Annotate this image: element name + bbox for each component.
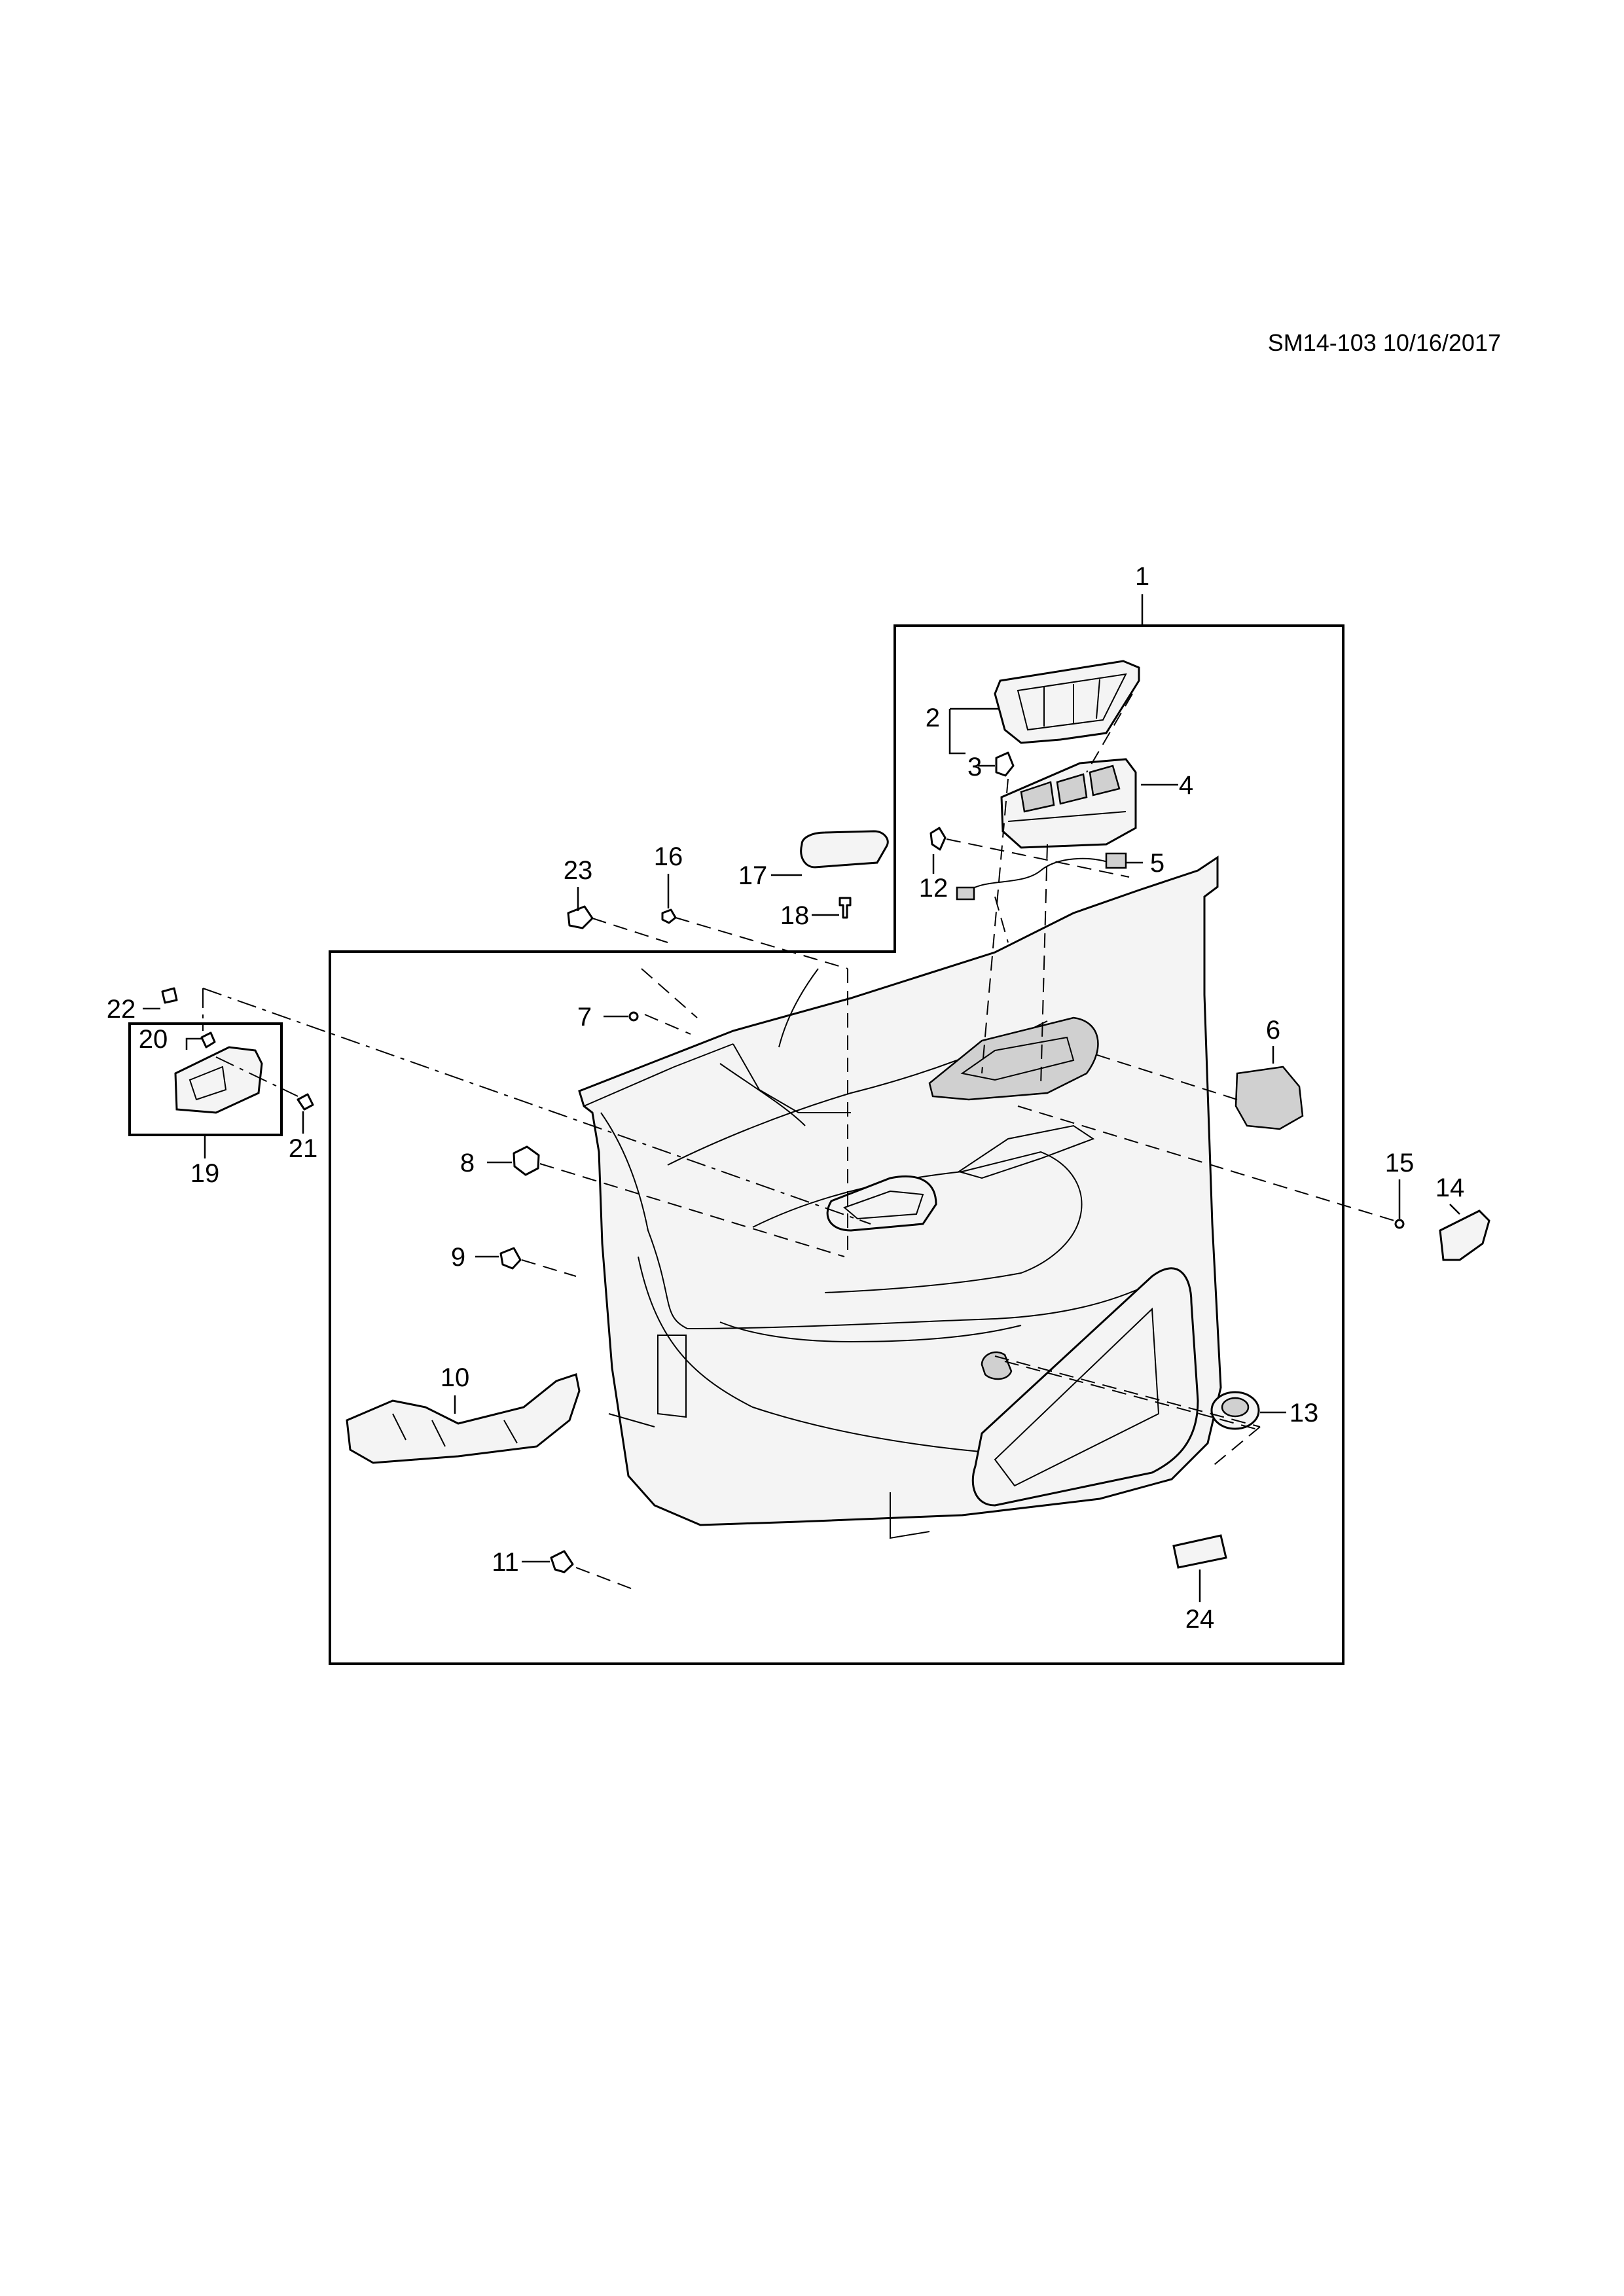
switch-bezel	[994, 660, 1140, 744]
callout-10: 10	[441, 1363, 470, 1392]
callout-16: 16	[654, 842, 683, 871]
callout-11: 11	[492, 1548, 519, 1577]
lamp-24	[1172, 1534, 1227, 1569]
pin-11	[550, 1550, 574, 1573]
callout-4: 4	[1179, 771, 1193, 800]
callout-19: 19	[190, 1159, 220, 1188]
callout-14: 14	[1435, 1174, 1465, 1202]
callout-15: 15	[1385, 1149, 1415, 1177]
clip-22	[161, 987, 178, 1004]
window-switch	[1000, 758, 1137, 849]
assembly-frame	[329, 624, 1344, 1665]
screw-7	[628, 1011, 639, 1022]
screw-21	[297, 1093, 314, 1111]
callout-labels: 1 2 3 4 5 6 7 8 9 10 11 12 13 14 15 16 1…	[107, 562, 1465, 1634]
clip-9	[499, 1247, 522, 1270]
callout-3: 3	[967, 753, 982, 781]
callout-8: 8	[460, 1149, 475, 1177]
screw-15	[1394, 1219, 1405, 1229]
screw-12	[929, 827, 947, 851]
callout-6: 6	[1266, 1016, 1280, 1045]
callout-23: 23	[564, 856, 593, 885]
callout-21: 21	[289, 1134, 318, 1163]
callout-9: 9	[451, 1243, 465, 1272]
speaker-grille-13	[1210, 1391, 1260, 1430]
callout-12: 12	[919, 874, 948, 903]
clip-16	[661, 908, 677, 924]
cover-14	[1439, 1210, 1490, 1261]
callout-5: 5	[1150, 849, 1164, 878]
callout-22: 22	[107, 995, 136, 1024]
clip-20	[200, 1031, 216, 1049]
bracket-19	[174, 1046, 263, 1114]
callout-2: 2	[926, 704, 940, 732]
clip-23	[567, 905, 594, 929]
door-trim-panel	[578, 855, 1222, 1539]
wiring-harness	[956, 852, 1127, 901]
screw-18	[839, 897, 852, 919]
callout-1: 1	[1135, 562, 1149, 591]
callout-20: 20	[139, 1025, 168, 1054]
callout-7: 7	[577, 1003, 592, 1031]
leader-lines	[143, 594, 1460, 1602]
clip-3	[995, 751, 1015, 777]
callout-13: 13	[1290, 1399, 1319, 1427]
trim-plate-17	[800, 830, 889, 869]
reference-code: SM14-103 10/16/2017	[1268, 329, 1501, 356]
callout-24: 24	[1185, 1605, 1215, 1634]
callout-18: 18	[780, 901, 810, 930]
bracket-10	[346, 1373, 581, 1464]
assembly-lines	[202, 693, 1395, 1591]
switch-6	[1235, 1066, 1304, 1130]
nut-8	[513, 1145, 540, 1176]
callout-17: 17	[738, 861, 768, 890]
